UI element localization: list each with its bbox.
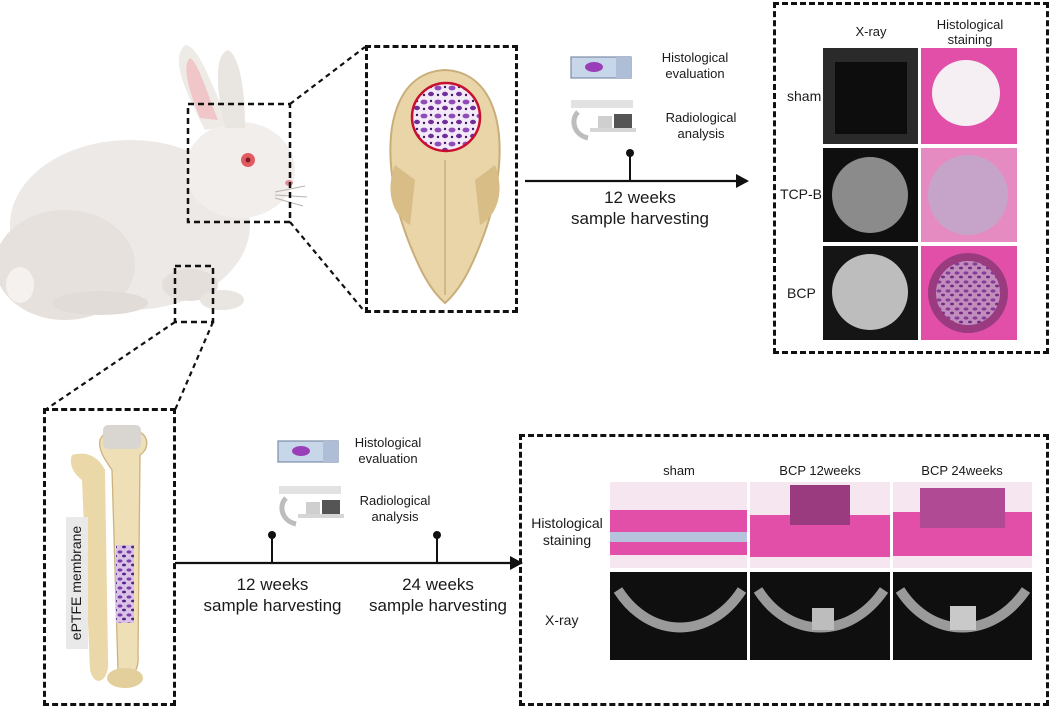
top-radiology-legend: Radiological analysis bbox=[646, 110, 756, 142]
bottom-row-label-histology: Histological staining bbox=[531, 515, 603, 548]
radiology-scanner-icon-bottom bbox=[279, 486, 344, 527]
bottom-radiology-legend-line2: analysis bbox=[371, 509, 419, 524]
skull-illustration bbox=[389, 68, 501, 305]
bottom-harvest-label-1: 12 weeks sample harvesting bbox=[185, 574, 360, 616]
bottom-col-header-sham: sham bbox=[663, 463, 695, 478]
top-harvest-text: sample harvesting bbox=[571, 209, 709, 228]
top-row-label-bcp: BCP bbox=[787, 285, 816, 301]
top-harvest-weeks: 12 weeks bbox=[604, 188, 676, 207]
bottom-histology-legend-line1: Histological bbox=[354, 435, 422, 450]
connector-lines bbox=[44, 46, 366, 411]
top-radiology-legend-line2: analysis bbox=[677, 126, 725, 141]
bottom-row-label-xray: X-ray bbox=[545, 612, 579, 628]
femur-illustration bbox=[70, 425, 148, 688]
bottom-histology-legend-line2: evaluation bbox=[358, 451, 418, 466]
bottom-radiology-legend: Radiological analysis bbox=[340, 493, 450, 525]
top-histology-legend: Histological evaluation bbox=[640, 50, 750, 82]
bottom-radiology-legend-line1: Radiological bbox=[359, 493, 431, 508]
top-results-frame bbox=[773, 2, 1049, 354]
head-focus-box bbox=[186, 102, 292, 224]
top-histology-legend-line1: Histological bbox=[661, 50, 729, 65]
top-col-header-xray: X-ray bbox=[855, 24, 887, 39]
bottom-harvest-label-2: 24 weeks sample harvesting bbox=[353, 574, 523, 616]
top-row-label-sham: sham bbox=[787, 88, 822, 104]
bottom-harvest-1-text: sample harvesting bbox=[203, 596, 342, 615]
bottom-harvest-1-weeks: 12 weeks bbox=[236, 575, 309, 594]
top-row-label-tcpb: TCP-B bbox=[780, 186, 822, 202]
bottom-col-header-bcp24: BCP 24weeks bbox=[921, 463, 1003, 478]
bottom-results-frame bbox=[519, 434, 1049, 706]
top-histology-legend-line2: evaluation bbox=[665, 66, 725, 81]
skull-frame bbox=[365, 45, 518, 313]
bottom-timeline-arrow bbox=[175, 531, 523, 570]
radiology-scanner-icon bbox=[571, 100, 636, 141]
top-radiology-legend-line1: Radiological bbox=[665, 110, 737, 125]
leg-focus-box bbox=[173, 264, 215, 324]
top-harvest-label: 12 weeks sample harvesting bbox=[545, 187, 735, 229]
bottom-harvest-2-weeks: 24 weeks bbox=[402, 575, 474, 594]
top-timeline-arrow bbox=[525, 149, 749, 188]
bottom-histology-legend: Histological evaluation bbox=[333, 435, 443, 467]
bottom-col-header-bcp12: BCP 12weeks bbox=[779, 463, 861, 478]
top-col-header-histology: Histological staining bbox=[936, 17, 1004, 47]
histology-slide-icon bbox=[570, 56, 632, 79]
histology-slide-icon-bottom bbox=[277, 440, 339, 463]
bottom-harvest-2-text: sample harvesting bbox=[369, 596, 507, 615]
rabbit-illustration bbox=[0, 45, 308, 320]
femur-frame bbox=[43, 408, 176, 706]
